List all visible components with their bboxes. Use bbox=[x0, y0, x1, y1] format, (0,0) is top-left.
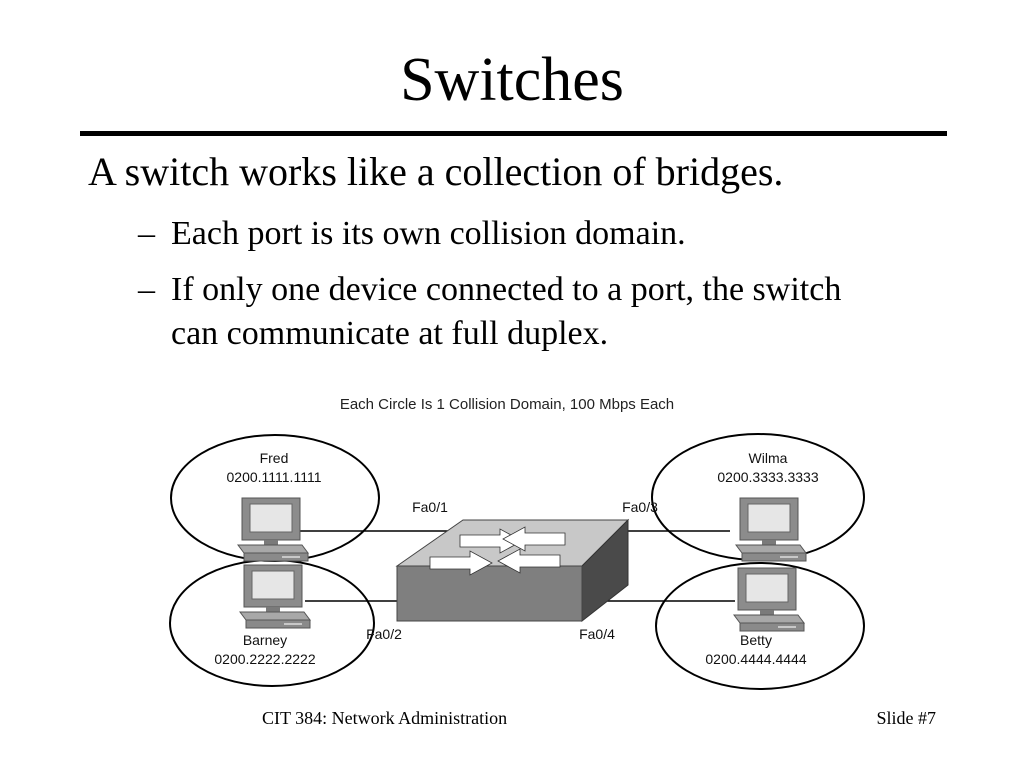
port-label-fa0-4: Fa0/4 bbox=[579, 626, 615, 642]
slide-title: Switches bbox=[400, 46, 624, 114]
footer-slide-number: Slide #7 bbox=[876, 708, 936, 728]
host-mac-wilma: 0200.3333.3333 bbox=[717, 469, 818, 485]
sub-bullet-text: If only one device connected to a port, … bbox=[171, 271, 842, 352]
host-mac-fred: 0200.1111.1111 bbox=[227, 469, 322, 485]
port-label-fa0-3: Fa0/3 bbox=[622, 499, 658, 515]
sub-bullet-1: – Each port is its own collision domain. bbox=[138, 212, 686, 256]
computer-icon bbox=[733, 567, 805, 632]
computer-icon bbox=[237, 497, 309, 562]
network-diagram: Each Circle Is 1 Collision Domain, 100 M… bbox=[160, 385, 880, 695]
sub-bullet-text: Each port is its own collision domain. bbox=[171, 215, 686, 252]
host-name-betty: Betty bbox=[740, 632, 772, 648]
footer-course-name: CIT 384: Network Administration bbox=[262, 708, 508, 728]
sub-bullet-2: – If only one device connected to a port… bbox=[138, 268, 858, 356]
host-name-fred: Fred bbox=[260, 450, 289, 466]
host-name-barney: Barney bbox=[243, 632, 287, 648]
title-divider bbox=[80, 131, 947, 136]
host-mac-betty: 0200.4444.4444 bbox=[705, 651, 806, 667]
port-label-fa0-2: Fa0/2 bbox=[366, 626, 402, 642]
collision-domain-betty bbox=[655, 562, 865, 690]
host-mac-barney: 0200.2222.2222 bbox=[214, 651, 315, 667]
port-label-fa0-1: Fa0/1 bbox=[412, 499, 448, 515]
dash-marker: – bbox=[138, 271, 155, 308]
switch-icon bbox=[395, 518, 630, 623]
main-bullet: A switch works like a collection of brid… bbox=[88, 149, 784, 194]
computer-icon bbox=[735, 497, 807, 562]
computer-icon bbox=[239, 564, 311, 629]
diagram-caption: Each Circle Is 1 Collision Domain, 100 M… bbox=[340, 396, 674, 413]
dash-marker: – bbox=[138, 215, 155, 252]
host-name-wilma: Wilma bbox=[749, 450, 788, 466]
